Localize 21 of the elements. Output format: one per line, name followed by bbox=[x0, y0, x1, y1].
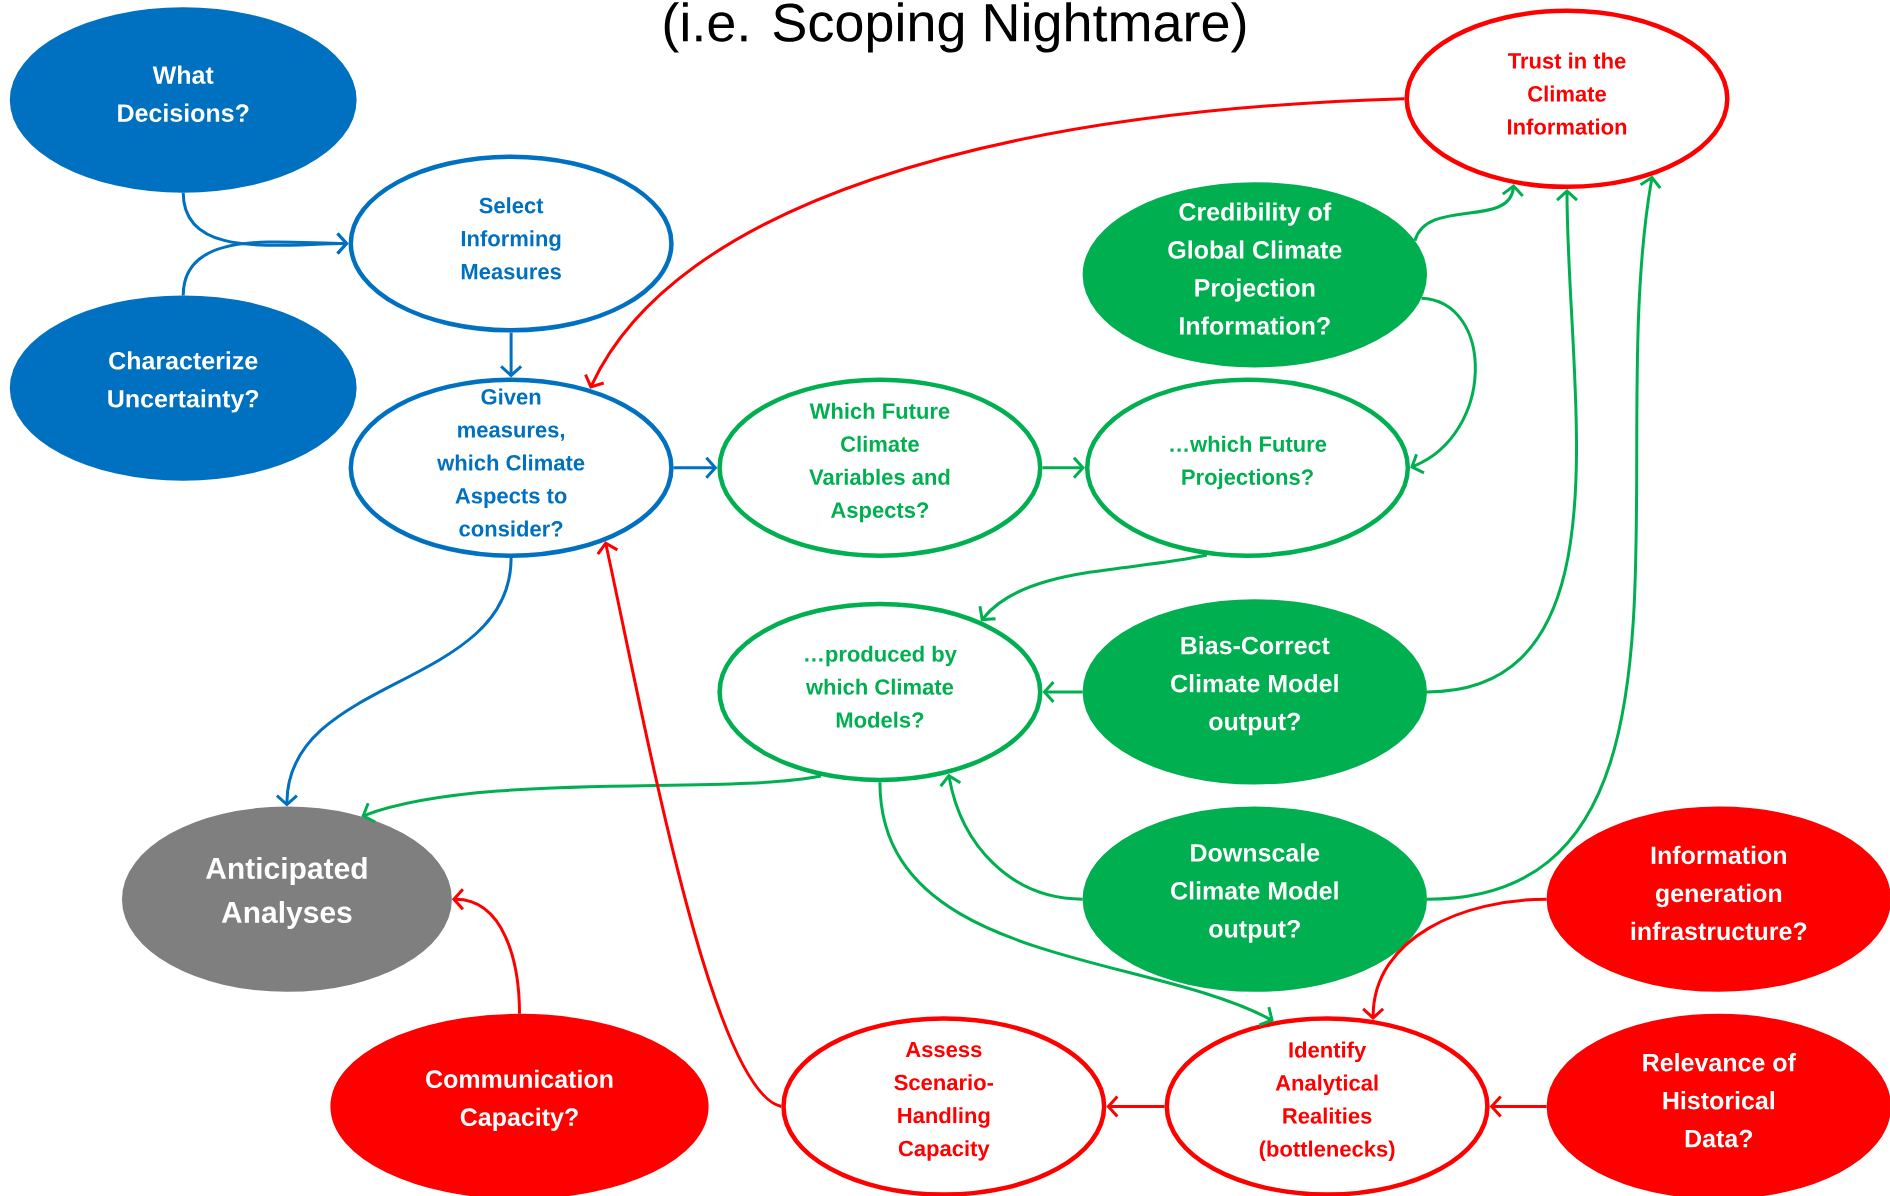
arrow bbox=[1489, 1095, 1547, 1118]
arrow bbox=[275, 557, 513, 807]
arrow bbox=[596, 541, 783, 1108]
arrow bbox=[584, 97, 1405, 389]
arrow bbox=[1426, 175, 1662, 901]
arrow bbox=[361, 774, 822, 824]
arrow bbox=[500, 332, 523, 378]
arrow bbox=[1410, 296, 1477, 475]
arrow bbox=[939, 773, 1083, 901]
arrow bbox=[1426, 189, 1578, 694]
arrow bbox=[1042, 680, 1083, 703]
arrow bbox=[878, 781, 1274, 1027]
arrow bbox=[1413, 184, 1524, 242]
arrow bbox=[673, 456, 718, 479]
title: (i.e. Scoping Nightmare) bbox=[664, 2, 1246, 53]
arrow bbox=[1106, 1095, 1165, 1118]
arrow bbox=[451, 888, 521, 1014]
arrow bbox=[1042, 456, 1085, 479]
arrow bbox=[1362, 897, 1547, 1020]
arrow bbox=[978, 553, 1208, 622]
arrow bbox=[181, 232, 349, 296]
